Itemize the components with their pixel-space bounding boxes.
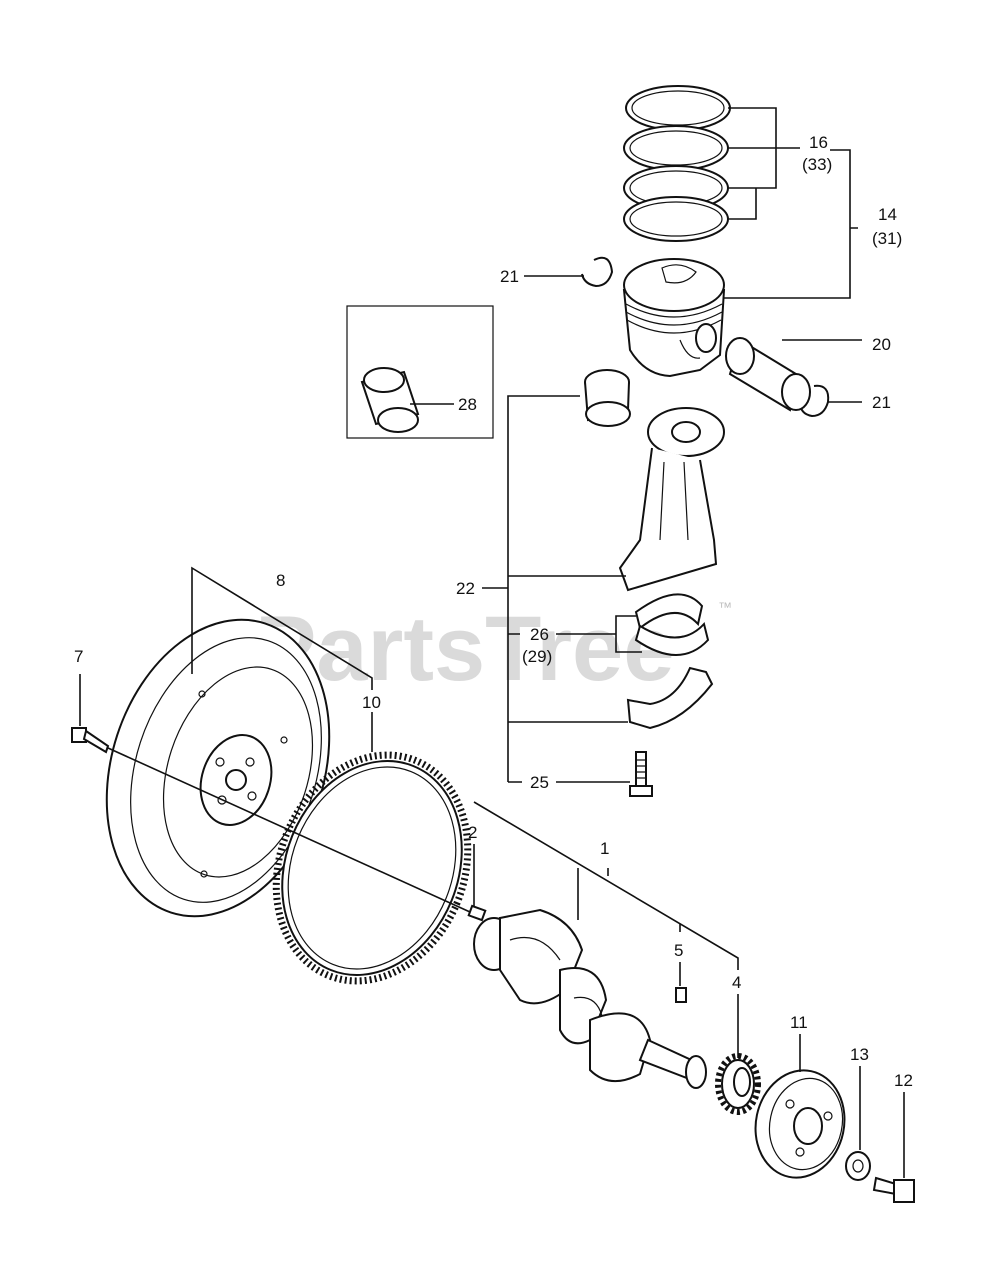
small-end-bushing[interactable] xyxy=(360,367,420,433)
callout-11: 11 xyxy=(790,1013,808,1032)
connecting-rod-bolt[interactable] xyxy=(629,751,653,797)
callout-labels: 16 (33) 14 (31) 21 20 21 28 22 26 (29) 2… xyxy=(74,133,913,1090)
callout-16: 16 xyxy=(809,133,828,152)
connecting-rod-cap[interactable] xyxy=(626,666,714,730)
callout-26: 26 xyxy=(530,625,549,644)
key[interactable] xyxy=(675,987,687,1003)
callout-21-right: 21 xyxy=(872,393,891,412)
snap-ring-top[interactable] xyxy=(581,256,614,288)
callout-4: 4 xyxy=(732,973,741,992)
washer[interactable] xyxy=(845,1151,871,1181)
dowel-pin[interactable] xyxy=(467,904,487,922)
connecting-rod[interactable] xyxy=(618,407,725,592)
callout-14-alt: (31) xyxy=(872,229,902,248)
callout-8: 8 xyxy=(276,571,285,590)
flywheel[interactable] xyxy=(70,591,366,946)
callout-2: 2 xyxy=(468,823,477,842)
flywheel-bolt[interactable] xyxy=(71,727,110,754)
crank-gear[interactable] xyxy=(715,1053,761,1115)
callout-28: 28 xyxy=(458,395,477,414)
callout-10: 10 xyxy=(362,693,381,712)
callout-26-alt: (29) xyxy=(522,647,552,666)
callout-12: 12 xyxy=(894,1071,913,1090)
connecting-rod-bushing[interactable] xyxy=(584,369,631,427)
leader-lines xyxy=(79,107,905,1178)
callout-7: 7 xyxy=(74,647,83,666)
piston[interactable] xyxy=(622,258,726,378)
piston-pin[interactable] xyxy=(725,337,811,412)
callout-25: 25 xyxy=(530,773,549,792)
bushing-box xyxy=(346,305,494,439)
crankshaft-pulley[interactable] xyxy=(746,1062,855,1186)
callout-14: 14 xyxy=(878,205,897,224)
callout-16-alt: (33) xyxy=(802,155,832,174)
callout-1: 1 xyxy=(600,839,609,858)
snap-ring-right[interactable] xyxy=(799,384,830,418)
pulley-bolt[interactable] xyxy=(872,1176,915,1203)
callout-21-top: 21 xyxy=(500,267,519,286)
piston-rings[interactable] xyxy=(623,85,731,242)
callout-20: 20 xyxy=(872,335,891,354)
callout-5: 5 xyxy=(674,941,683,960)
crankshaft[interactable] xyxy=(473,908,707,1089)
watermark-trademark: ™ xyxy=(718,599,732,615)
connecting-rod-bearing[interactable] xyxy=(634,593,710,656)
callout-22: 22 xyxy=(456,579,475,598)
callout-13: 13 xyxy=(850,1045,869,1064)
